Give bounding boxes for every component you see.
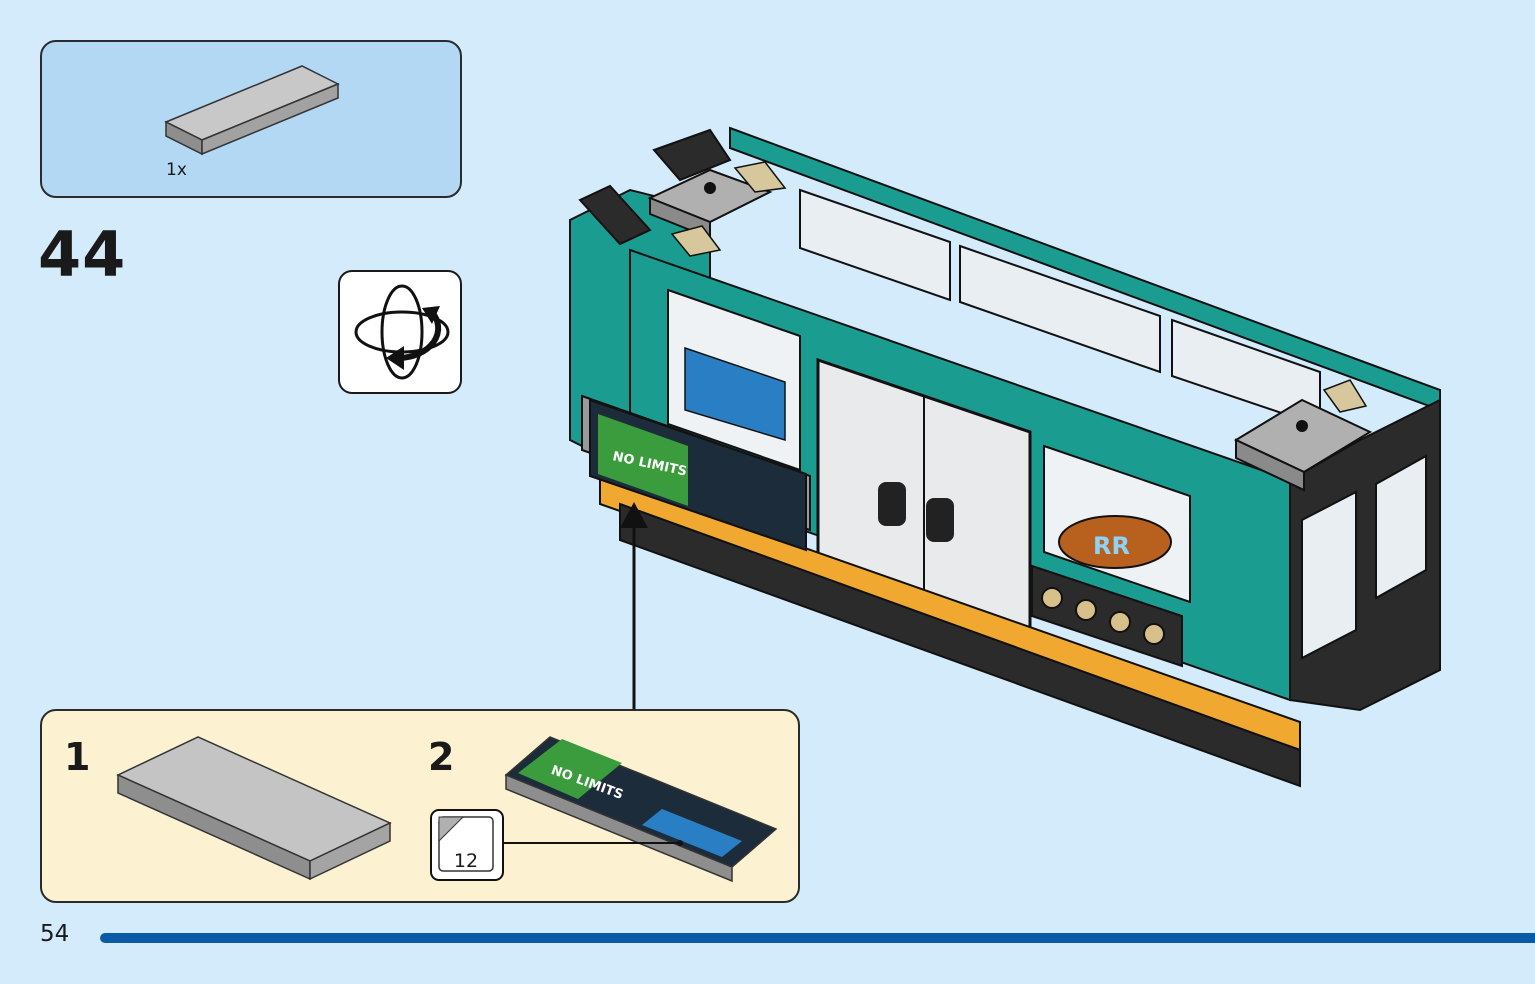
- flat-tile-icon: [164, 65, 340, 156]
- page-number: 54: [40, 921, 70, 947]
- rr-badge-text: RR: [1093, 532, 1130, 560]
- page-progress-bar: [100, 933, 1535, 943]
- sub-assembly-illustration: [116, 736, 778, 883]
- rotate-model-icon: [354, 284, 450, 380]
- step-number: 44: [38, 218, 127, 291]
- sub-step-2-label: 2: [428, 735, 455, 779]
- sub-assembly-box: 1 2 NO LIMITS 12: [40, 709, 800, 903]
- sticker-number: 12: [453, 850, 479, 872]
- sub-step-1-label: 1: [64, 735, 91, 779]
- part-quantity: 1x: [166, 160, 187, 180]
- rotate-model-box: [338, 270, 462, 394]
- tram-model-illustration: RR NO LIMITS: [569, 126, 1441, 788]
- parts-list-box: 1x: [40, 40, 462, 198]
